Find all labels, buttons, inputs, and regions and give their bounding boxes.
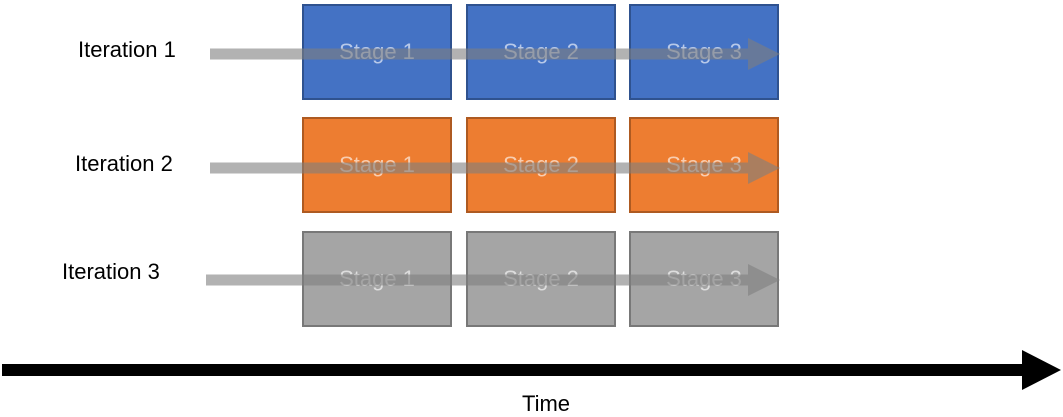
row-3-stage-3-box: Stage 3 bbox=[629, 231, 779, 327]
row-2-stage-3-box: Stage 3 bbox=[629, 117, 779, 213]
stage-label: Stage 2 bbox=[503, 266, 579, 291]
stage-label: Stage 2 bbox=[503, 152, 579, 177]
row-3-stage-1-box: Stage 1 bbox=[302, 231, 452, 327]
iteration-3-label: Iteration 3 bbox=[62, 259, 160, 284]
stage-label: Stage 1 bbox=[339, 266, 415, 291]
iteration-1-label: Iteration 1 bbox=[78, 37, 176, 62]
stage-label: Stage 3 bbox=[666, 266, 742, 291]
row-1-stage-3-box: Stage 3 bbox=[629, 4, 779, 100]
row-2-stage-1-box: Stage 1 bbox=[302, 117, 452, 213]
stage-label: Stage 3 bbox=[666, 152, 742, 177]
time-axis-label: Time bbox=[521, 391, 571, 416]
row-1-stage-1-box: Stage 1 bbox=[302, 4, 452, 100]
stage-label: Stage 1 bbox=[339, 39, 415, 64]
row-1-stage-2-box: Stage 2 bbox=[466, 4, 616, 100]
stage-label: Stage 1 bbox=[339, 152, 415, 177]
iteration-2-label: Iteration 2 bbox=[75, 151, 173, 176]
row-3-stage-2-box: Stage 2 bbox=[466, 231, 616, 327]
row-2-stage-2-box: Stage 2 bbox=[466, 117, 616, 213]
stage-label: Stage 3 bbox=[666, 39, 742, 64]
stage-label: Stage 2 bbox=[503, 39, 579, 64]
time-axis-arrow bbox=[2, 350, 1061, 390]
